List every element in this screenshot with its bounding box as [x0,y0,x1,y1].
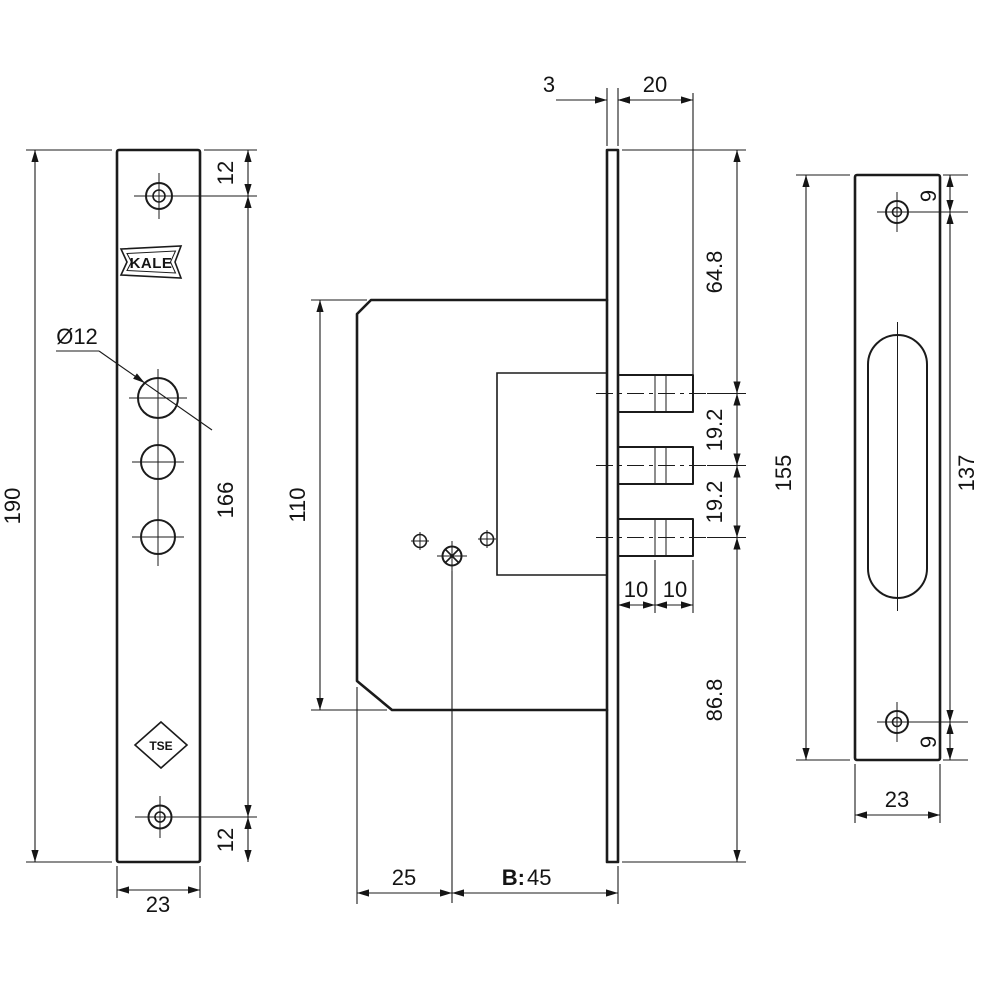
tse-mark-label: TSE [149,739,172,753]
leader-arrowhead [133,373,145,383]
dim-label-backset-prefix: B: [502,865,525,890]
bolt-housing-outline [496,372,607,576]
dim-label-3: 3 [543,72,555,97]
lock-case-outline [355,298,609,712]
leader-line [98,350,213,431]
dim-label-12-bottom: 12 [213,828,238,852]
kale-logo-outer [119,245,183,279]
dim-label-20: 20 [643,72,667,97]
dim-label-hole-diameter: Ø12 [56,324,98,349]
dim-label-137: 137 [954,455,979,492]
dim-label-10-a: 10 [624,577,648,602]
strike-plate-outline [853,173,942,762]
dim-label-23-left: 23 [146,892,170,917]
faceplate-front-view: KALE Ø12 TSE 190 12 166 [0,148,257,917]
dim-label-190: 190 [0,488,25,525]
dim-label-19.2-a: 19.2 [702,409,727,452]
dim-label-23-right: 23 [885,787,909,812]
dim-label-12-top: 12 [213,161,238,185]
forend-plate [605,148,620,864]
faceplate-outline [115,148,202,864]
tse-mark-diamond [133,720,189,770]
dim-label-9-top: 9 [916,190,941,202]
strike-plate-view: 155 137 9 9 23 [771,173,979,823]
dim-label-10-b: 10 [663,577,687,602]
dim-label-backset-value: 45 [527,865,551,890]
dim-label-19.2-b: 19.2 [702,481,727,524]
dim-label-155: 155 [771,455,796,492]
dim-label-9-bottom: 9 [916,736,941,748]
dim-label-25: 25 [392,865,416,890]
kale-logo-label: KALE [130,255,173,272]
dim-label-166: 166 [213,482,238,519]
screw-symbol-center-x [444,548,460,564]
dim-label-110: 110 [285,487,310,522]
kale-logo-inner [126,250,177,274]
lock-body-side-view: 3 20 64.8 19.2 19.2 86.8 10 10 110 25 [285,72,746,904]
dim-label-64.8: 64.8 [702,251,727,294]
dim-label-86.8: 86.8 [702,679,727,722]
